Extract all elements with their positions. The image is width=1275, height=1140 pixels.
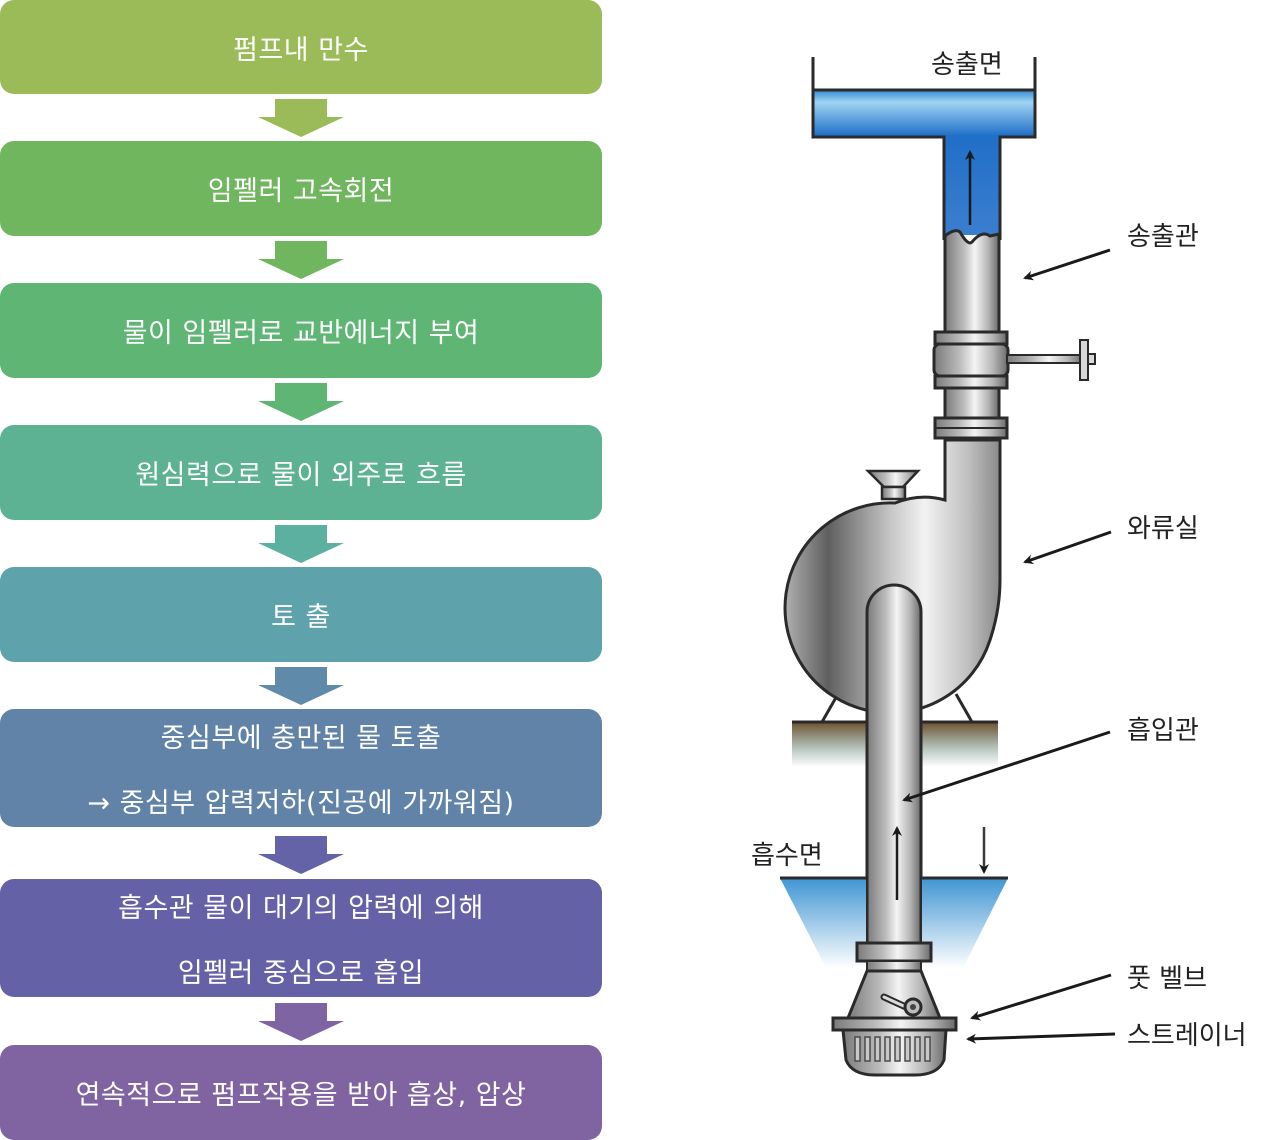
flow-step-2: 임펠러 고속회전	[0, 141, 602, 236]
gate-valve	[932, 330, 1096, 440]
down-arrow-icon	[258, 525, 344, 563]
label-suction-pipe: 흡입관	[1127, 716, 1199, 746]
flow-step-7: 흡수관 물이 대기의 압력에 의해 임펠러 중심으로 흡입	[0, 879, 602, 997]
centrifugal-pump-diagram: 송출면 송출관 와류실 흡입관 흡수면 풋 벨브 스트레이너	[740, 0, 1275, 1140]
flow-step-text: → 중심부 압력저하(진공에 가까워짐)	[87, 788, 515, 819]
flow-step-text: 중심부에 충만된 물 토출	[160, 723, 442, 754]
callout-arrow-icon	[966, 1032, 1116, 1044]
sump-water	[780, 876, 1008, 968]
label-discharge-surface: 송출면	[931, 50, 1003, 80]
down-arrow-icon	[258, 667, 344, 705]
discharge-tank	[811, 57, 1037, 240]
flow-step-text: 임펠러 고속회전	[207, 176, 395, 207]
down-arrow-icon	[258, 241, 344, 279]
strainer	[831, 1016, 958, 1077]
flow-step-text: 원심력으로 물이 외주로 흐름	[135, 460, 467, 491]
flow-step-text: 임펠러 중심으로 흡입	[177, 958, 425, 989]
label-strainer: 스트레이너	[1127, 1021, 1247, 1051]
flow-step-text: 흡수관 물이 대기의 압력에 의해	[118, 893, 484, 924]
pump-process-flowchart: 펌프내 만수 임펠러 고속회전 물이 임펠러로 교반에너지 부여 원심력으로 물…	[0, 0, 602, 1140]
foot-valve	[845, 941, 943, 1020]
callout-arrow-icon	[902, 730, 1111, 803]
flow-step-8: 연속적으로 펌프작용을 받아 흡상, 압상	[0, 1045, 602, 1140]
flow-step-4: 원심력으로 물이 외주로 흐름	[0, 425, 602, 520]
flow-step-text: 토 출	[271, 602, 331, 633]
flow-step-text: 펌프내 만수	[233, 34, 369, 66]
down-arrow-icon	[258, 1003, 344, 1041]
suction-pipe	[865, 583, 923, 947]
volute-casing	[783, 438, 1002, 715]
label-volute-casing: 와류실	[1127, 514, 1199, 544]
label-suction-surface: 흡수면	[751, 841, 823, 871]
flow-step-3: 물이 임펠러로 교반에너지 부여	[0, 283, 602, 378]
callout-arrow-icon	[1023, 248, 1111, 281]
callout-arrow-icon	[970, 973, 1112, 1021]
label-foot-valve: 풋 벨브	[1127, 964, 1208, 994]
flow-step-6: 중심부에 충만된 물 토출 → 중심부 압력저하(진공에 가까워짐)	[0, 709, 602, 827]
flow-step-text: 연속적으로 펌프작용을 받아 흡상, 압상	[75, 1080, 527, 1111]
flow-step-text: 물이 임펠러로 교반에너지 부여	[122, 318, 480, 349]
flow-step-5: 토 출	[0, 567, 602, 662]
down-arrow-icon	[258, 383, 344, 421]
pump-illustration	[780, 57, 1116, 1077]
callout-arrow-icon	[1023, 530, 1112, 565]
label-discharge-pipe: 송출관	[1127, 222, 1199, 252]
down-arrow-icon	[258, 836, 344, 874]
down-arrow-icon	[258, 99, 344, 137]
flow-step-1: 펌프내 만수	[0, 0, 602, 94]
